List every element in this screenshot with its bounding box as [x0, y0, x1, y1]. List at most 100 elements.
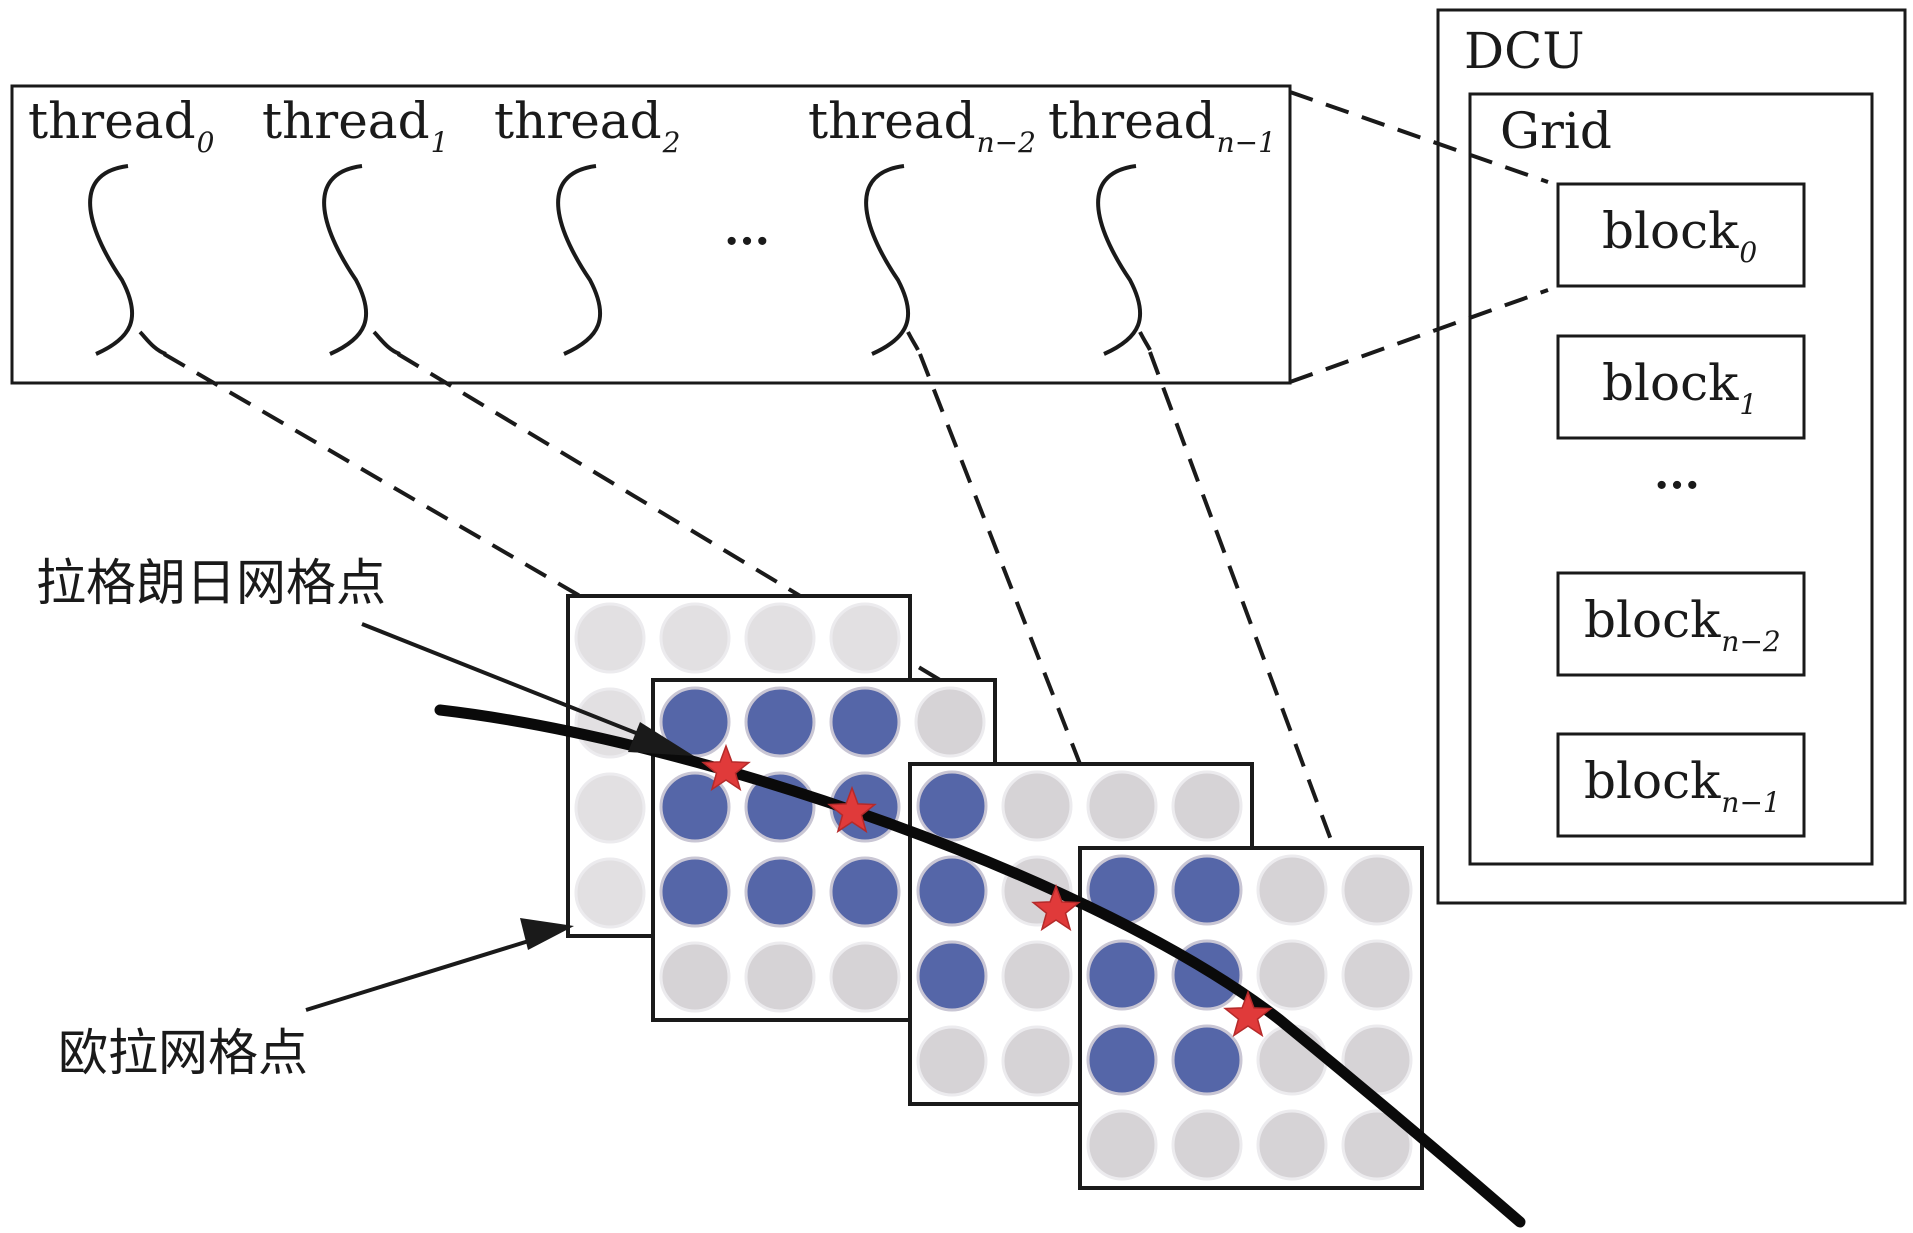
thread-n-1-squiggle	[1096, 164, 1152, 356]
inactive-euler-node	[574, 602, 646, 674]
thread-0-subscript: 0	[197, 126, 215, 159]
annotations: 拉格朗日网格点 欧拉网格点	[36, 554, 694, 1082]
inactive-euler-node	[1256, 1109, 1328, 1181]
active-euler-node	[744, 856, 816, 928]
inactive-euler-node	[1086, 1109, 1158, 1181]
block-1-label: block	[1602, 354, 1739, 412]
block-n-1-subscript: n−1	[1721, 786, 1780, 819]
thread-panel: thread0 thread1 thread2 ··· threadn−2 th…	[10, 84, 1292, 385]
inactive-euler-node	[1256, 854, 1328, 926]
thread-2-subscript: 2	[662, 126, 681, 159]
block-n-2-subscript: n−2	[1721, 625, 1780, 658]
thread-n-2-label: thread	[808, 92, 976, 150]
grid-tiles	[566, 594, 1424, 1190]
threads-ellipsis: ···	[724, 216, 770, 267]
active-euler-node	[1086, 1024, 1158, 1096]
inactive-euler-node	[1171, 1109, 1243, 1181]
thread-n-2: threadn−2	[808, 92, 1036, 356]
thread-0-squiggle	[88, 164, 167, 356]
inactive-euler-node	[1001, 1025, 1073, 1097]
thread-1-label: thread	[262, 92, 430, 150]
inactive-euler-node	[744, 602, 816, 674]
active-euler-node	[1086, 939, 1158, 1011]
svg-text:block1: block1	[1602, 354, 1757, 421]
thread-0: thread0	[28, 92, 215, 356]
active-euler-node	[916, 940, 988, 1012]
block-0-label: block	[1602, 202, 1739, 260]
thread-n-2-subscript: n−2	[977, 126, 1036, 159]
euler-label: 欧拉网格点	[58, 1024, 308, 1082]
inactive-euler-node	[1001, 940, 1073, 1012]
active-euler-node	[916, 855, 988, 927]
lagrangian-point-star-3	[1223, 989, 1273, 1038]
inactive-euler-node	[1171, 770, 1243, 842]
thread-mapping-lines	[162, 351, 1336, 849]
mapping-line-thread-n-1	[1148, 351, 1336, 849]
thread-panel-frame	[10, 84, 1292, 385]
inactive-euler-node	[829, 941, 901, 1013]
block-0: block0	[1556, 182, 1806, 288]
svg-text:thread1: thread1	[262, 92, 448, 159]
expansion-line-top	[1289, 90, 1549, 184]
inactive-euler-node	[659, 602, 731, 674]
inactive-euler-node	[1341, 854, 1413, 926]
thread-n-2-squiggle	[864, 164, 920, 356]
thread-2-squiggle	[556, 164, 603, 356]
thread-2: thread2	[494, 92, 680, 356]
mapping-line-thread-0	[162, 352, 582, 598]
thread-n-1-label: thread	[1048, 92, 1216, 150]
thread-1-subscript: 1	[431, 126, 449, 159]
active-euler-node	[1171, 854, 1243, 926]
dcu-panel: DCU Grid block0 block1 ··· blockn−2 bloc…	[1436, 8, 1907, 905]
lagrangian-point-star-1	[827, 785, 877, 834]
inactive-euler-node	[829, 602, 901, 674]
inactive-euler-node	[916, 1025, 988, 1097]
dcu-title: DCU	[1464, 22, 1584, 80]
euler-arrowhead	[520, 918, 574, 950]
block-1-subscript: 1	[1739, 388, 1757, 421]
blocks-ellipsis: ···	[1654, 460, 1700, 511]
block-n-2: blockn−2	[1556, 571, 1806, 677]
inactive-euler-node	[1086, 770, 1158, 842]
lagrangian-point-markers	[701, 743, 1273, 1038]
lagrange-arrowhead	[628, 722, 694, 756]
thread-2-label: thread	[494, 92, 662, 150]
thread-1: thread1	[262, 92, 448, 356]
svg-text:threadn−1: threadn−1	[1048, 92, 1276, 159]
block-expansion-lines	[1289, 90, 1549, 384]
lagrangian-point-star-0	[701, 743, 751, 792]
block-n-2-label: block	[1584, 591, 1721, 649]
active-euler-node	[829, 856, 901, 928]
grid-frame	[1468, 92, 1874, 866]
grid-title: Grid	[1500, 102, 1612, 160]
svg-text:thread2: thread2	[494, 92, 680, 159]
inactive-euler-node	[744, 941, 816, 1013]
inactive-euler-node	[574, 772, 646, 844]
inactive-euler-node	[574, 857, 646, 929]
block-0-subscript: 0	[1739, 236, 1757, 269]
inactive-euler-node	[914, 686, 986, 758]
svg-text:threadn−2: threadn−2	[808, 92, 1036, 159]
active-euler-node	[829, 686, 901, 758]
active-euler-node	[916, 770, 988, 842]
euler-pointer-line	[305, 938, 533, 1012]
inactive-euler-node	[1001, 770, 1073, 842]
thread-n-1: threadn−1	[1048, 92, 1276, 356]
lagrange-label: 拉格朗日网格点	[36, 554, 386, 612]
inactive-euler-node	[1256, 939, 1328, 1011]
thread-1-squiggle	[322, 164, 401, 356]
active-euler-node	[659, 686, 731, 758]
svg-text:block0: block0	[1602, 202, 1757, 269]
block-1: block1	[1556, 334, 1806, 440]
dcu-frame	[1436, 8, 1907, 905]
thread-0-label: thread	[28, 92, 196, 150]
inactive-euler-node	[659, 941, 731, 1013]
block-n-1: blockn−1	[1556, 732, 1806, 838]
inactive-euler-node	[1341, 939, 1413, 1011]
thread-n-1-subscript: n−1	[1217, 126, 1276, 159]
active-euler-node	[1171, 1024, 1243, 1096]
block-n-1-label: block	[1584, 752, 1721, 810]
active-euler-node	[659, 856, 731, 928]
